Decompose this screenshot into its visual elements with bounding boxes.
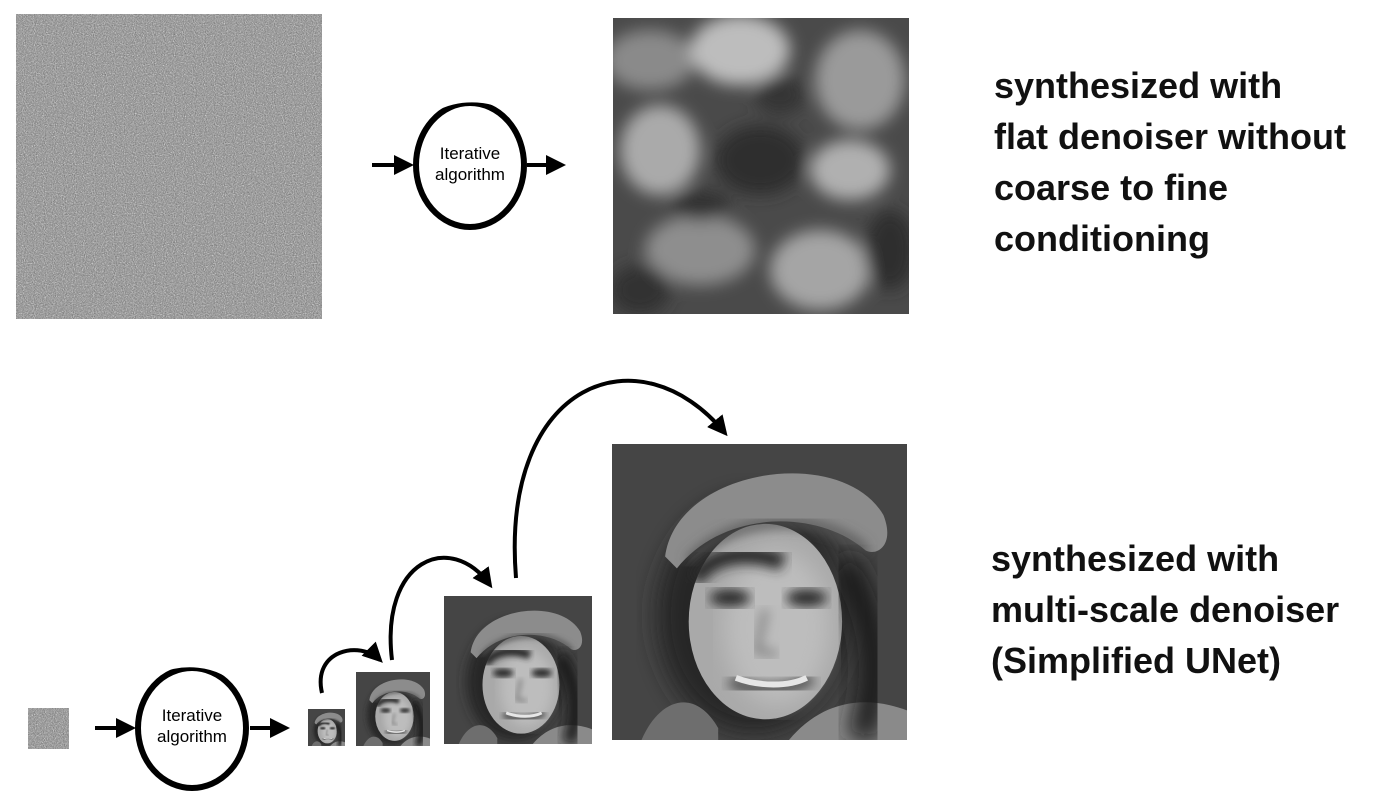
face-scale-3 (444, 596, 592, 744)
top-caption: synthesized with flat denoiser without c… (994, 65, 1347, 259)
bottom-iterative-algorithm-label: Iterative algorithm (157, 706, 227, 746)
face-scale-4 (612, 444, 907, 740)
top-iterative-oval (413, 99, 527, 230)
top-noise-image (16, 14, 322, 319)
curve-arrow-3 (512, 378, 728, 579)
bottom-noise-image (28, 708, 69, 749)
curve-arrow-2 (388, 555, 493, 661)
curve-arrow-1 (318, 641, 383, 694)
face-scale-1 (308, 709, 345, 746)
top-iterative-algorithm-label: Iterative algorithm (435, 144, 505, 184)
top-synthesized-texture (613, 18, 909, 314)
bottom-caption: synthesized with multi-scale denoiser (S… (991, 538, 1340, 681)
face-scale-2 (356, 672, 430, 746)
bottom-iterative-oval (135, 664, 249, 791)
